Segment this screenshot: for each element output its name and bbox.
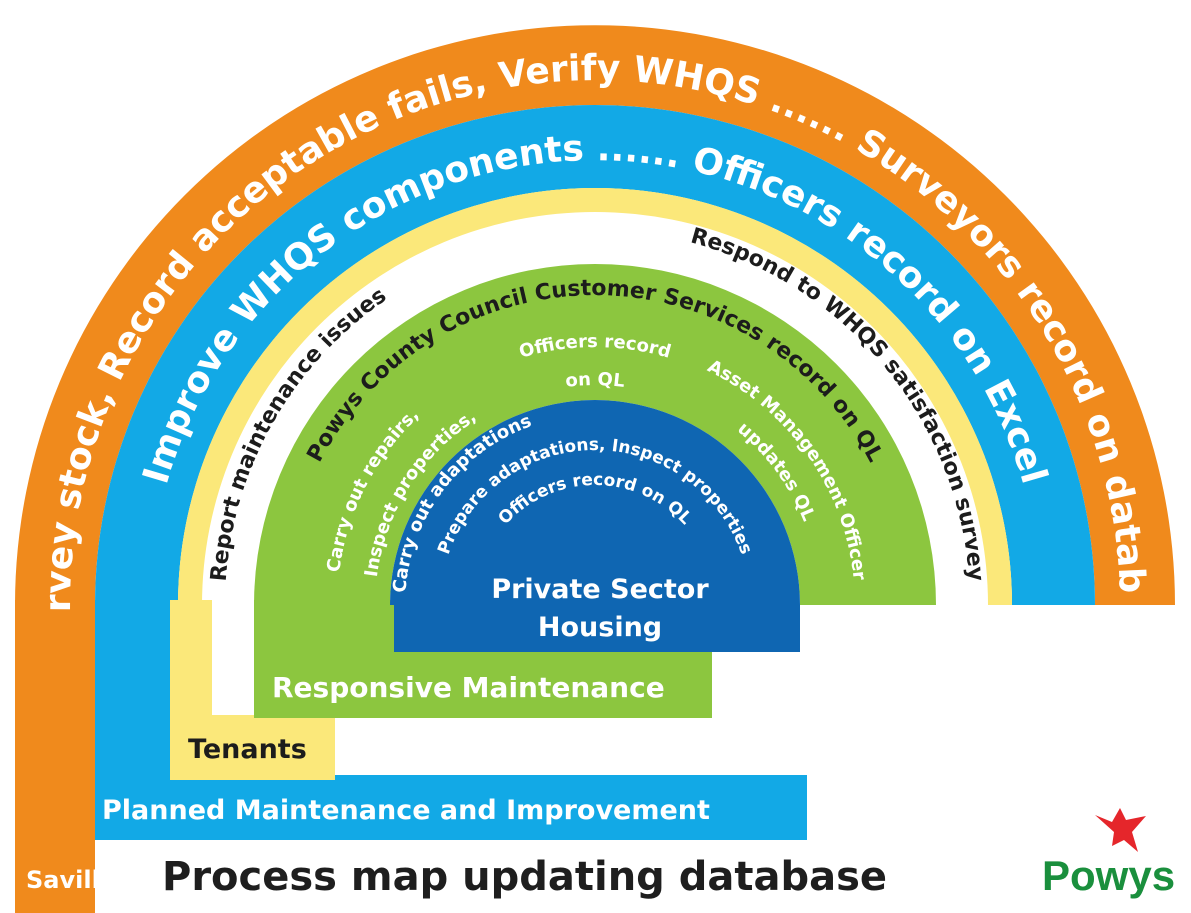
band-planned <box>95 105 1095 840</box>
footer: Savills Process map updating database Po… <box>26 808 1175 900</box>
label-private-sector-line-2: Housing <box>538 612 662 643</box>
label-tenants: Tenants <box>188 734 307 765</box>
band-responsive-base <box>254 652 712 718</box>
band-savills-leg <box>15 600 95 913</box>
red-kite-icon <box>1095 808 1146 852</box>
savills-tab-label: Savills <box>26 866 114 894</box>
band-tenants-base <box>170 715 335 780</box>
band-responsive <box>254 264 936 718</box>
band-responsive-arc <box>254 264 936 605</box>
band-savills <box>15 25 1175 913</box>
label-responsive: Responsive Maintenance <box>272 671 665 704</box>
diagram-title: Process map updating database <box>162 854 887 900</box>
band-customer-services-leg <box>212 600 254 655</box>
band-customer-services <box>212 222 978 655</box>
band-private-sector <box>390 400 800 652</box>
band-savills-arc <box>15 25 1175 605</box>
band-planned-base <box>95 775 807 840</box>
powys-logo: Powys <box>1042 808 1175 899</box>
label-private-sector-line-1: Private Sector <box>491 574 709 605</box>
powys-logo-word: Powys <box>1042 852 1175 899</box>
band-planned-arc <box>95 105 1095 605</box>
band-tenants <box>170 188 1012 780</box>
band-private-sector-arc <box>390 400 800 652</box>
label-planned: Planned Maintenance and Improvement <box>102 795 710 826</box>
arc-text-responsive-5: on QL <box>564 369 625 392</box>
